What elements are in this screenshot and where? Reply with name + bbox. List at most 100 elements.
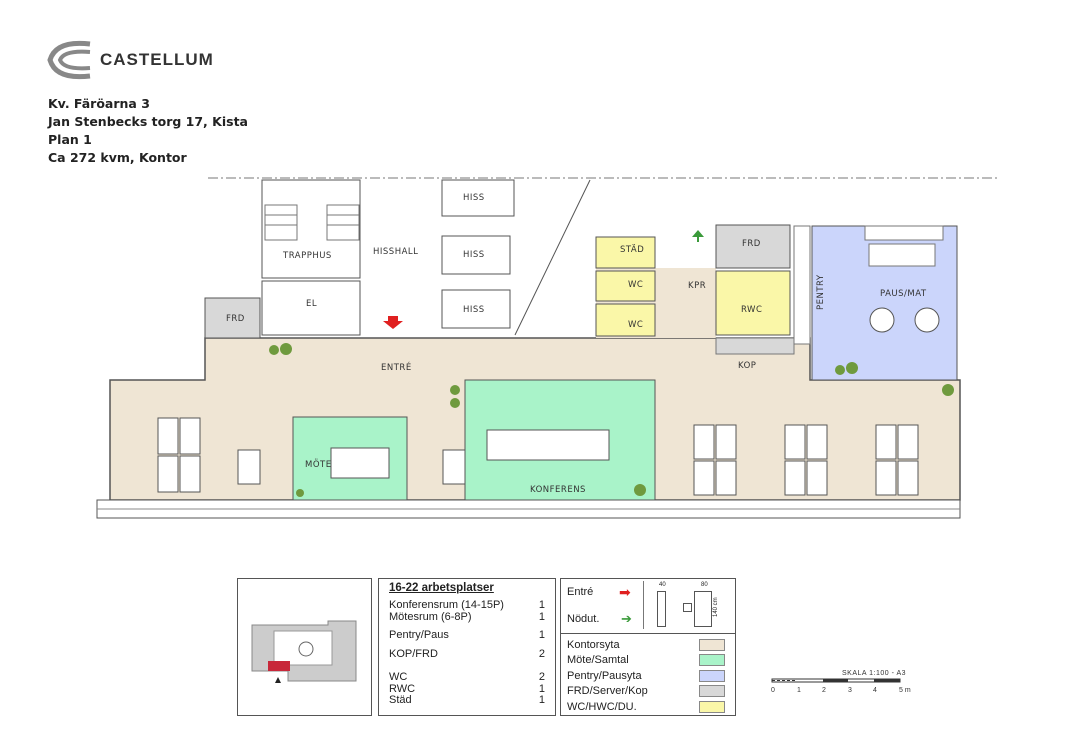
dim-40: 40 — [659, 582, 666, 588]
legend-item: WC/HWC/DU. — [561, 699, 735, 715]
room-trapphus — [261, 179, 361, 279]
meeting-table — [330, 447, 390, 479]
floor-plan: TRAPPHUS HISSHALL HISS HISS HISS EL FRD … — [96, 177, 1000, 519]
legend-label: FRD/Server/Kop — [567, 685, 648, 698]
label-hiss-1: HISS — [463, 193, 485, 203]
scale-ruler — [771, 678, 901, 683]
label-trapphus: TRAPPHUS — [282, 251, 332, 261]
emergency-exit-arrow-icon — [692, 230, 704, 242]
room-hiss-1 — [441, 179, 515, 217]
entrance-arrow-icon — [383, 316, 403, 329]
row-label: Mötesrum (6-8P) — [389, 610, 472, 623]
dim-80: 80 — [701, 582, 708, 588]
location-map — [237, 578, 372, 716]
legend-label: Möte/Samtal — [567, 654, 629, 667]
workspace-summary: 16-22 arbetsplatser Konferensrum (14-15P… — [378, 578, 556, 716]
row-value: 1 — [538, 629, 545, 641]
label-rwc: RWC — [741, 305, 762, 315]
brand-name: CASTELLUM — [100, 50, 214, 69]
color-swatch — [699, 654, 725, 667]
room-stad — [595, 236, 656, 269]
entrance-arrow-icon: ➡ — [619, 584, 631, 600]
color-swatch — [699, 638, 725, 651]
row-value: 1 — [538, 694, 545, 706]
legend: Entré ➡ Nödut. ➔ 40 80 140 cm Kontorsyta… — [560, 578, 736, 716]
dim-140: 140 cm — [713, 597, 719, 617]
summary-row: RWC 1 — [389, 682, 545, 696]
row-value: 2 — [538, 647, 545, 660]
label-kop: KOP — [738, 361, 756, 371]
legend-item: Pentry/Pausyta — [561, 668, 735, 684]
scale-bar: SKALA 1:100 - A3 0 1 2 3 4 5 m — [770, 670, 911, 697]
legend-symbols: Entré ➡ Nödut. ➔ 40 80 140 cm — [561, 579, 735, 634]
scale-tick: 2 — [822, 687, 826, 694]
color-swatch — [699, 700, 725, 713]
pentry-kitchen — [864, 225, 944, 241]
row-label: KOP/FRD — [389, 647, 438, 660]
kop-counter — [715, 337, 795, 355]
scale-tick: 1 — [797, 687, 801, 694]
label-el: EL — [306, 299, 317, 309]
label-frd-right: FRD — [742, 239, 761, 249]
label-hisshall: HISSHALL — [373, 247, 418, 257]
legend-nodut-label: Nödut. — [567, 613, 600, 625]
legend-entre-label: Entré — [567, 586, 594, 598]
row-value: 1 — [538, 610, 545, 623]
property-address: Jan Stenbecks torg 17, Kista — [48, 114, 248, 129]
conference-table — [486, 429, 610, 461]
room-hiss-2 — [441, 235, 511, 275]
legend-label: Pentry/Pausyta — [567, 669, 642, 682]
room-frd-right — [715, 224, 791, 269]
row-value: 1 — [538, 682, 545, 695]
emergency-exit-arrow-icon: ➔ — [621, 611, 632, 626]
label-stad: STÄD — [620, 244, 644, 255]
legend-label: WC/HWC/DU. — [567, 700, 637, 713]
room-hiss-3 — [441, 289, 511, 329]
floor-level: Plan 1 — [48, 132, 92, 147]
property-name: Kv. Färöarna 3 — [48, 96, 150, 111]
row-label: Konferensrum (14-15P) — [389, 599, 504, 611]
room-wc-1 — [595, 270, 656, 302]
legend-item: Kontorsyta — [561, 637, 735, 653]
scale-tick: 5 m — [899, 687, 911, 694]
label-hiss-3: HISS — [463, 305, 485, 315]
label-entre: ENTRÉ — [381, 361, 412, 373]
chair-symbol — [683, 603, 692, 612]
shelf-symbol — [657, 591, 666, 627]
scale-tick: 3 — [848, 687, 852, 694]
entrance-marker-icon — [275, 677, 281, 683]
summary-row: KOP/FRD 2 — [389, 647, 545, 661]
row-label: Pentry/Paus — [389, 629, 449, 641]
room-frd-left — [204, 297, 261, 339]
shaft-line — [514, 179, 591, 336]
room-rwc — [715, 270, 791, 336]
row-value: 2 — [538, 671, 545, 683]
summary-title: 16-22 arbetsplatser — [389, 582, 494, 594]
legend-item: Möte/Samtal — [561, 653, 735, 669]
legend-label: Kontorsyta — [567, 638, 620, 651]
summary-row: Pentry/Paus 1 — [389, 629, 545, 642]
desk-symbol — [694, 591, 712, 627]
label-pentry: PENTRY — [816, 274, 826, 310]
color-swatch — [699, 669, 725, 682]
row-label: RWC — [389, 682, 416, 695]
label-wc-2: WC — [628, 320, 643, 330]
label-wc-1: WC — [628, 280, 643, 290]
bar-table — [868, 243, 936, 267]
color-swatch — [699, 685, 725, 698]
stairs — [264, 204, 360, 241]
legend-areas: Kontorsyta Möte/Samtal Pentry/Pausyta FR… — [561, 634, 735, 715]
highlighted-building — [268, 661, 290, 671]
label-frd-left: FRD — [226, 314, 245, 324]
scale-tick: 4 — [873, 687, 877, 694]
room-wc-2 — [595, 303, 656, 337]
castellum-logo — [47, 40, 91, 80]
pentry-counter — [793, 225, 811, 345]
summary-row: Konferensrum (14-15P)1 — [389, 599, 545, 612]
row-label: WC — [389, 671, 408, 683]
workstations — [157, 417, 919, 496]
summary-row: Mötesrum (6-8P) 1 — [389, 610, 545, 624]
property-info: Kv. Färöarna 3 Jan Stenbecks torg 17, Ki… — [48, 95, 248, 167]
round-table — [914, 307, 940, 333]
